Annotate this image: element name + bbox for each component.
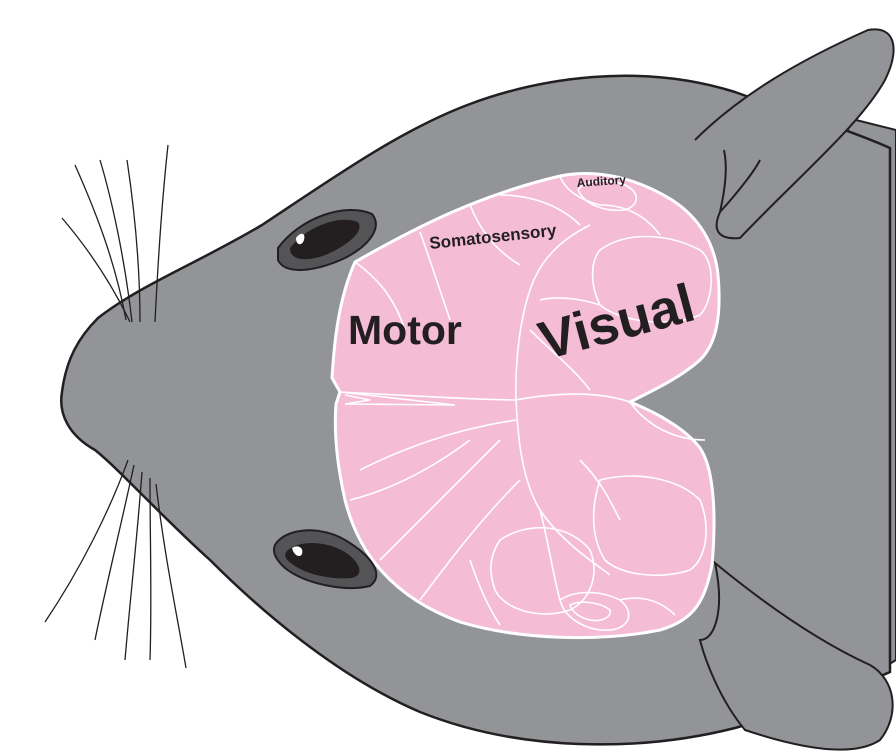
label-motor: Motor bbox=[348, 307, 462, 353]
